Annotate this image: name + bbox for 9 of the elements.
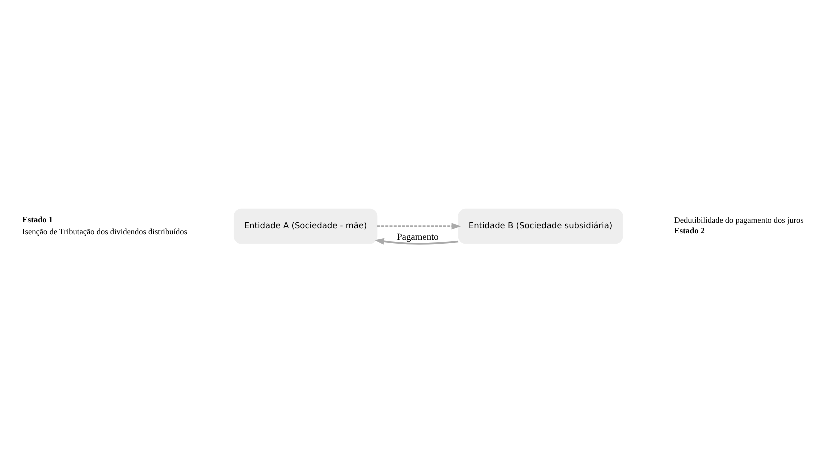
arrow xyxy=(377,223,462,230)
node-box: Entidade A (Sociedade - mãe) xyxy=(234,208,378,244)
node-box: Entidade B (Sociedade subsidiária) xyxy=(458,208,624,244)
label: Isenção de Tributação dos dividendos distribuídos xyxy=(22,227,188,236)
label: Dedutibilidade do pagamento dos juros xyxy=(674,216,804,226)
edge-label: Pagamento xyxy=(397,232,439,243)
label: Estado 1 xyxy=(22,215,53,224)
arrow xyxy=(374,238,459,245)
label: Estado 2 xyxy=(674,226,705,236)
